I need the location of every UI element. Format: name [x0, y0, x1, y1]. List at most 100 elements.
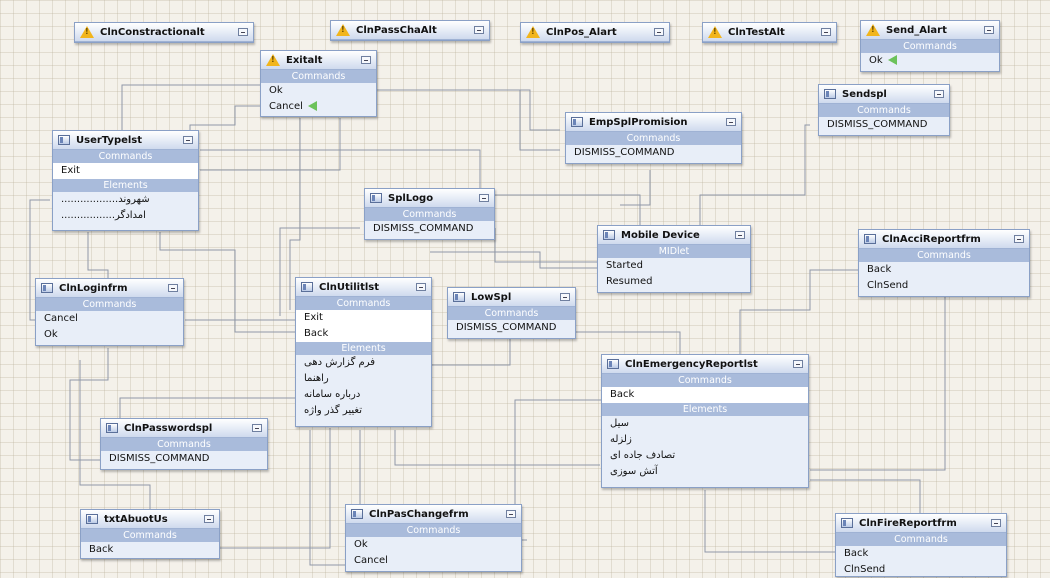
node-header[interactable]: ClnPos_Alart	[521, 23, 669, 42]
list-node-cln-emergency-report-lst[interactable]: ClnEmergencyReportlst Commands Back Elem…	[601, 354, 809, 488]
node-header[interactable]: ClnLoginfrm	[36, 279, 183, 298]
node-header[interactable]: ClnConstractionalt	[75, 23, 253, 42]
list-element[interactable]: آتش سوزی	[610, 466, 658, 477]
list-element[interactable]: تصادف جاده ای	[610, 450, 676, 461]
node-header[interactable]: ClnAcciReportfrm	[859, 230, 1029, 249]
alert-node-cln-constractionalt[interactable]: ClnConstractionalt	[74, 22, 254, 43]
minimize-icon[interactable]	[204, 515, 214, 523]
alert-icon	[266, 54, 280, 66]
command-cancel[interactable]: Cancel	[44, 313, 78, 324]
minimize-icon[interactable]	[479, 194, 489, 202]
minimize-icon[interactable]	[361, 56, 371, 64]
minimize-icon[interactable]	[183, 136, 193, 144]
wire	[210, 118, 341, 171]
form-node-cln-pas-changefrm[interactable]: ClnPasChangefrm Commands Ok Cancel	[345, 504, 522, 572]
splash-node-cln-passwordspl[interactable]: ClnPasswordspl Commands DISMISS_COMMAND	[100, 418, 268, 470]
node-title: Sendspl	[842, 88, 887, 100]
minimize-icon[interactable]	[934, 90, 944, 98]
form-node-cln-acci-reportfrm[interactable]: ClnAcciReportfrm Commands Back ClnSend	[858, 229, 1030, 297]
minimize-icon[interactable]	[821, 28, 831, 36]
command-back[interactable]: Back	[602, 387, 808, 403]
minimize-icon[interactable]	[238, 28, 248, 36]
node-header[interactable]: Sendspl	[819, 85, 949, 104]
form-node-cln-loginfrm[interactable]: ClnLoginfrm Commands Cancel Ok	[35, 278, 184, 346]
minimize-icon[interactable]	[984, 26, 994, 34]
node-header[interactable]: ClnTestAlt	[703, 23, 836, 42]
node-header[interactable]: Send_Alart	[861, 21, 999, 40]
minimize-icon[interactable]	[506, 510, 516, 518]
elements-section-label: Elements	[53, 179, 198, 192]
command-dismiss[interactable]: DISMISS_COMMAND	[456, 322, 557, 333]
alert-node-cln-pass-cha-alt[interactable]: ClnPassChaAlt	[330, 20, 490, 41]
node-header[interactable]: ClnPasswordspl	[101, 419, 267, 438]
node-header[interactable]: ClnEmergencyReportlst	[602, 355, 808, 374]
list-element[interactable]: درباره سامانه	[304, 389, 361, 400]
command-dismiss[interactable]: DISMISS_COMMAND	[109, 453, 210, 464]
command-cln-send[interactable]: ClnSend	[844, 564, 886, 575]
minimize-icon[interactable]	[1014, 235, 1024, 243]
alert-node-exitalt[interactable]: Exitalt Commands Ok Cancel	[260, 50, 377, 117]
alert-node-cln-pos-alart[interactable]: ClnPos_Alart	[520, 22, 670, 43]
command-ok[interactable]: Ok	[269, 85, 283, 96]
node-header[interactable]: ClnPassChaAlt	[331, 21, 489, 40]
list-node-cln-utilit-lst[interactable]: ClnUtilitlst Commands Exit Back Elements…	[295, 277, 432, 427]
alert-node-send-alart[interactable]: Send_Alart Commands Ok	[860, 20, 1000, 72]
node-header[interactable]: UserTypelst	[53, 131, 198, 150]
splash-node-spl-logo[interactable]: SplLogo Commands DISMISS_COMMAND	[364, 188, 495, 240]
event-started[interactable]: Started	[606, 260, 643, 271]
command-ok[interactable]: Ok	[861, 53, 999, 69]
command-back[interactable]: Back	[867, 264, 892, 275]
minimize-icon[interactable]	[726, 118, 736, 126]
list-element[interactable]: تغییر گذر واژه	[304, 405, 363, 416]
command-back[interactable]: Back	[89, 544, 114, 555]
node-header[interactable]: EmpSplPromision	[566, 113, 741, 132]
command-exit[interactable]: Exit	[296, 310, 431, 326]
list-element[interactable]: سیل	[610, 418, 629, 429]
minimize-icon[interactable]	[168, 284, 178, 292]
list-element[interactable]: زلزله	[610, 434, 632, 445]
commands-section-label: Commands	[448, 307, 575, 320]
command-cancel[interactable]: Cancel	[261, 99, 376, 115]
list-node-user-type-lst[interactable]: UserTypelst Commands Exit Elements شهرون…	[52, 130, 199, 231]
minimize-icon[interactable]	[252, 424, 262, 432]
command-exit[interactable]: Exit	[53, 163, 198, 179]
list-element[interactable]: راهنما	[304, 373, 329, 384]
list-element[interactable]: امدادگر.................	[61, 210, 146, 221]
splash-node-emp-spl-promision[interactable]: EmpSplPromision Commands DISMISS_COMMAND	[565, 112, 742, 164]
minimize-icon[interactable]	[735, 231, 745, 239]
command-dismiss[interactable]: DISMISS_COMMAND	[827, 119, 928, 130]
command-ok[interactable]: Ok	[44, 329, 58, 340]
minimize-icon[interactable]	[416, 283, 426, 291]
command-cln-send[interactable]: ClnSend	[867, 280, 909, 291]
node-header[interactable]: LowSpl	[448, 288, 575, 307]
node-header[interactable]: Mobile Device	[598, 226, 750, 245]
splash-node-low-spl[interactable]: LowSpl Commands DISMISS_COMMAND	[447, 287, 576, 339]
event-resumed[interactable]: Resumed	[606, 276, 653, 287]
list-element[interactable]: فرم گزارش دهی	[304, 357, 376, 368]
node-header[interactable]: txtAbuotUs	[81, 510, 219, 529]
midlet-node-mobile-device[interactable]: Mobile Device MIDlet Started Resumed	[597, 225, 751, 293]
minimize-icon[interactable]	[560, 293, 570, 301]
node-header[interactable]: ClnFireReportfrm	[836, 514, 1006, 533]
active-arrow-icon	[307, 101, 317, 111]
node-header[interactable]: ClnUtilitlst	[296, 278, 431, 297]
alert-node-cln-test-alt[interactable]: ClnTestAlt	[702, 22, 837, 43]
text-box-node-txt-abuot-us[interactable]: txtAbuotUs Commands Back	[80, 509, 220, 559]
command-back[interactable]: Back	[296, 326, 431, 342]
command-ok[interactable]: Ok	[354, 539, 368, 550]
node-header[interactable]: ClnPasChangefrm	[346, 505, 521, 524]
command-dismiss[interactable]: DISMISS_COMMAND	[574, 147, 675, 158]
form-node-cln-fire-reportfrm[interactable]: ClnFireReportfrm Commands Back ClnSend	[835, 513, 1007, 577]
splash-node-sendspl[interactable]: Sendspl Commands DISMISS_COMMAND	[818, 84, 950, 136]
node-header[interactable]: SplLogo	[365, 189, 494, 208]
command-cancel[interactable]: Cancel	[354, 555, 388, 566]
minimize-icon[interactable]	[991, 519, 1001, 527]
list-element[interactable]: شهروند..................	[61, 194, 150, 205]
minimize-icon[interactable]	[793, 360, 803, 368]
command-back[interactable]: Back	[844, 548, 869, 559]
minimize-icon[interactable]	[654, 28, 664, 36]
node-header[interactable]: Exitalt	[261, 51, 376, 70]
minimize-icon[interactable]	[474, 26, 484, 34]
command-dismiss[interactable]: DISMISS_COMMAND	[373, 223, 474, 234]
